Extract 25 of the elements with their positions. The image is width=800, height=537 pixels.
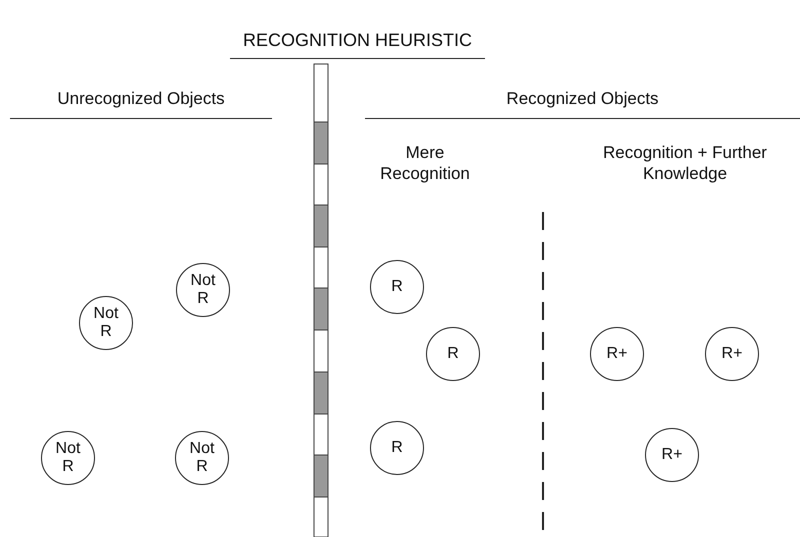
object-circle: [79, 296, 133, 350]
diagram-title: RECOGNITION HEURISTIC: [242, 30, 473, 51]
object-label: Not R: [54, 440, 82, 476]
object-label: Not R: [190, 272, 216, 308]
object-label: R: [446, 345, 460, 363]
object-circle: [175, 431, 229, 485]
object-circle: [705, 327, 759, 381]
object-circle: [645, 428, 699, 482]
object-circle: [590, 327, 644, 381]
object-label: Not R: [92, 305, 120, 341]
object-label: R+: [720, 345, 744, 363]
section-heading: Recognized Objects: [505, 88, 660, 109]
object-circle: [370, 421, 424, 475]
object-label: Not R: [188, 440, 216, 476]
object-label: R+: [606, 345, 628, 363]
object-circle: [41, 431, 95, 485]
column-heading: Mere Recognition: [379, 142, 471, 184]
object-label: R: [390, 439, 404, 457]
object-circle: [426, 327, 480, 381]
object-label: R+: [660, 446, 684, 464]
object-circle: [370, 260, 424, 314]
column-heading: Recognition + Further Knowledge: [602, 142, 768, 184]
object-label: R: [390, 278, 404, 296]
object-circle: [176, 263, 230, 317]
section-heading: Unrecognized Objects: [56, 88, 226, 109]
